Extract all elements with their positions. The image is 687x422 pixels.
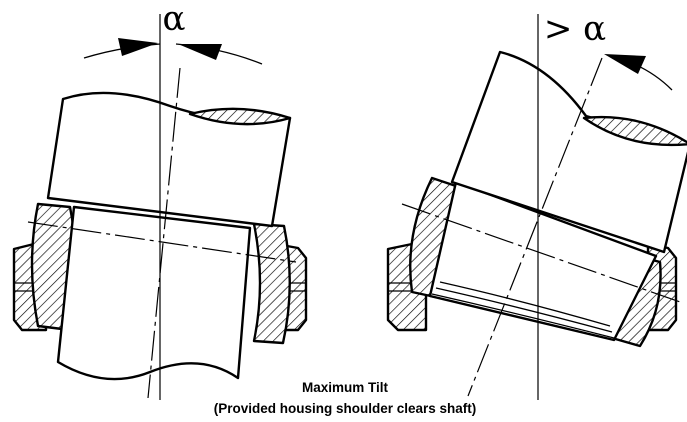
right-shaft-end-hatch: [582, 115, 687, 147]
caption-title: Maximum Tilt: [302, 380, 389, 395]
right-inner-ring: [428, 180, 658, 342]
left-lower-shaft: [56, 205, 252, 381]
right-view: > α: [386, 9, 687, 400]
left-shaft-end-hatch: [188, 107, 292, 126]
left-view: α: [12, 0, 308, 400]
left-outer-ring-right: [252, 222, 291, 345]
caption-note: (Provided housing shoulder clears shaft): [214, 401, 477, 416]
left-angle-label: α: [163, 0, 186, 39]
right-angle-label: > α: [544, 9, 606, 49]
